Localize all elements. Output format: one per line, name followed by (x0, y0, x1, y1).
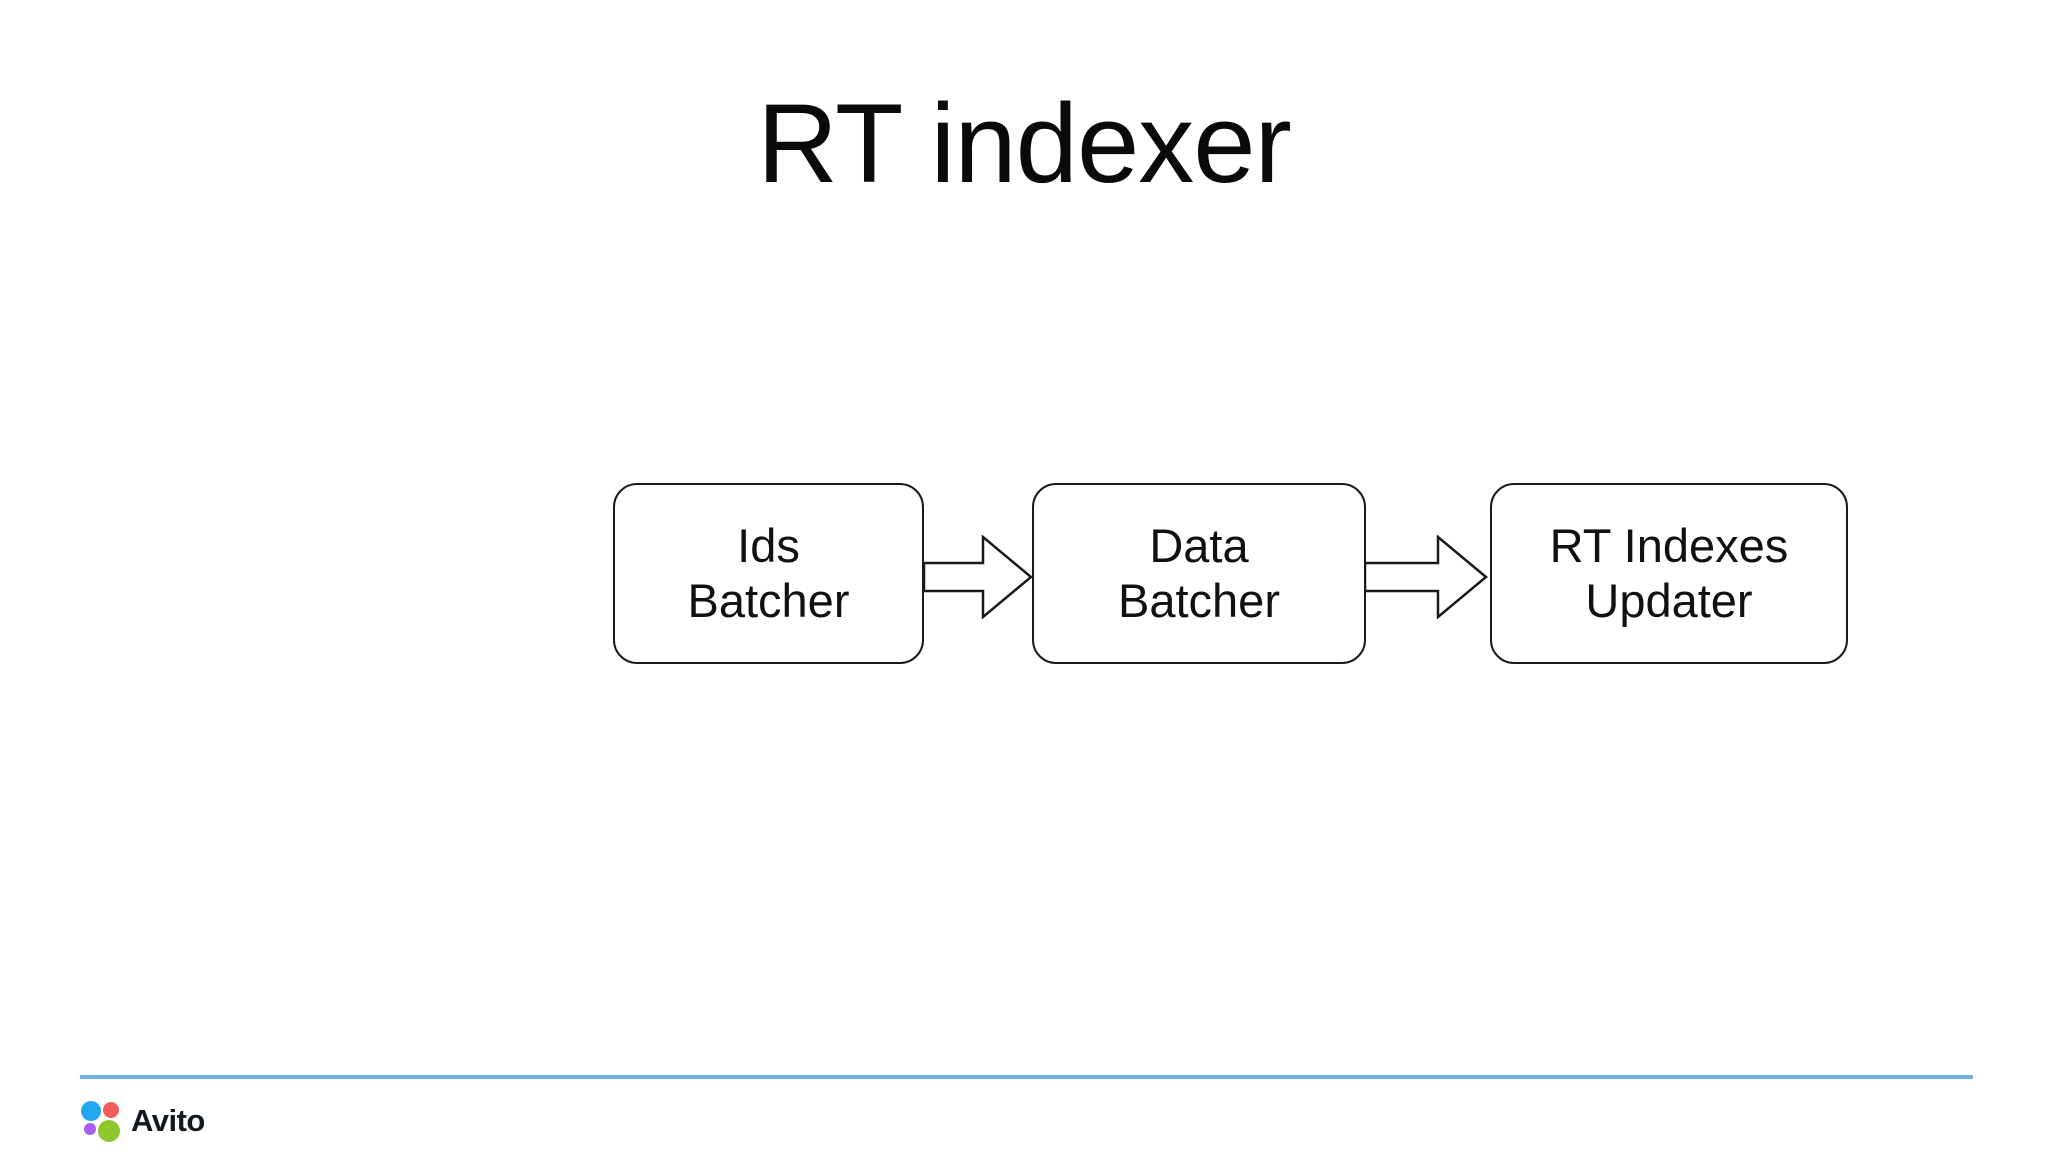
avito-dots-icon (81, 1101, 120, 1142)
arrow-right-icon (1364, 535, 1488, 619)
node-data-batcher: Data Batcher (1032, 483, 1366, 664)
avito-wordmark: Avito (131, 1103, 205, 1138)
node-rt-indexes-updater: RT Indexes Updater (1490, 483, 1848, 664)
footer-divider-line (80, 1075, 1973, 1079)
avito-logo: Avito (80, 1098, 205, 1144)
arrow-right-icon (923, 535, 1033, 619)
slide-title: RT indexer (757, 81, 1292, 206)
node-ids-batcher: Ids Batcher (613, 483, 924, 664)
